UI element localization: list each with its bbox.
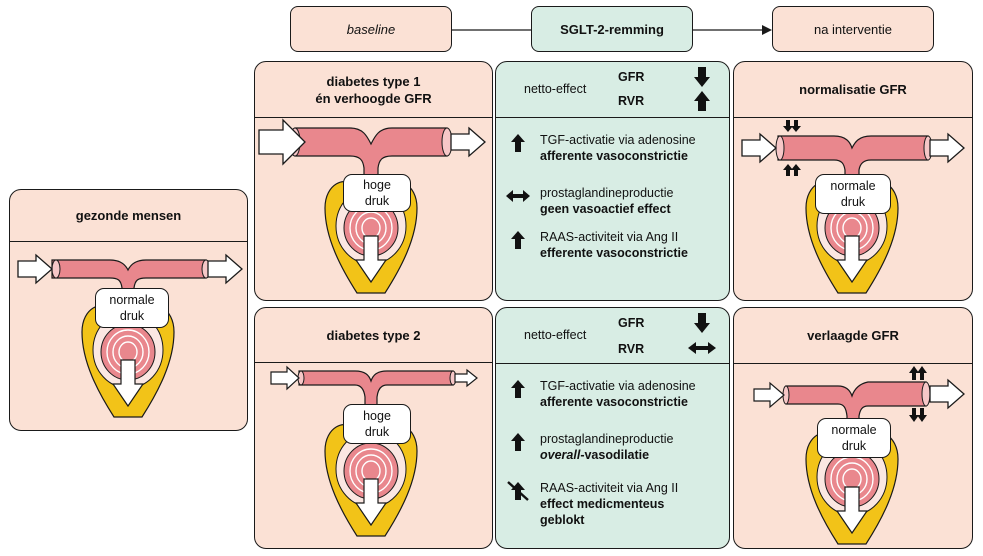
afferent-flow-arrow-icon <box>17 254 53 284</box>
afferent-constriction-arrows-icon <box>783 120 801 176</box>
healthy-panel: gezonde mensen normale druk <box>9 189 248 431</box>
dm1-pressure-label: hoge druk <box>343 174 411 212</box>
afferent-flow-arrow-icon <box>753 381 785 409</box>
baseline-stage-box: baseline <box>290 6 452 52</box>
effect-line1: TGF-activatie via adenosine <box>540 133 696 147</box>
flow-arrowhead-icon <box>762 25 772 35</box>
effect-line2: efferente vasoconstrictie <box>540 246 688 260</box>
dm2-gfr-label: GFR <box>618 316 645 330</box>
flow-arrows <box>452 25 772 35</box>
effect-line2-rest: -vasodilatie <box>580 448 650 462</box>
arrow-up-icon <box>511 134 525 152</box>
dm2-nephron-illustration <box>270 365 478 537</box>
arrow-up-icon <box>511 380 525 398</box>
arrow-up-icon <box>511 433 525 451</box>
arrow-up-blocked-icon <box>507 481 529 501</box>
gfr-down-arrow-icon <box>694 67 710 87</box>
double-arrow-horizontal-icon <box>506 190 530 202</box>
pressure-text-1: normale <box>831 423 877 437</box>
pressure-text-1: hoge <box>363 409 391 423</box>
dm1-title-line1: diabetes type 1 <box>326 73 421 89</box>
dm2-pressure-label: hoge druk <box>343 404 411 444</box>
dm2-effect-tgf: TGF-activatie via adenosine afferente vas… <box>506 378 726 412</box>
effect-line1: prostaglandineproductie <box>540 432 674 446</box>
efferent-flow-arrow-icon <box>929 133 965 163</box>
dm1-title-line2: én verhoogde GFR <box>315 90 432 106</box>
dm1-nephron-illustration <box>258 118 486 294</box>
dm1-net-effect-label: netto-effect <box>524 82 587 96</box>
pressure-text-2: druk <box>119 309 145 323</box>
rvr-up-arrow-icon <box>694 91 710 111</box>
dm1-sglt2-panel: netto-effect GFR RVR TGF-activatie via a… <box>495 61 730 301</box>
after-intervention-label: na interventie <box>813 21 893 37</box>
effect-line2-emphasis: overall <box>540 448 581 462</box>
dm2-sglt2-panel: netto-effect GFR RVR TGF-activatie via a… <box>495 307 730 549</box>
afferent-flow-arrow-icon <box>270 365 300 391</box>
arrow-up-icon <box>511 231 525 249</box>
pressure-text-1: hoge <box>363 178 391 192</box>
sglt2-label: SGLT-2-remming <box>560 21 664 37</box>
rvr-unchanged-double-arrow-icon <box>688 342 716 354</box>
pressure-text-2: druk <box>364 194 390 208</box>
after-intervention-stage-box: na interventie <box>772 6 934 52</box>
dm1-rvr-label: RVR <box>618 94 645 108</box>
dm2-effect-prostaglandin: prostaglandineproductie overall-vasodilat… <box>506 431 726 465</box>
baseline-label: baseline <box>346 21 396 37</box>
effect-line2: afferente vasoconstrictie <box>540 395 688 409</box>
effect-line1: TGF-activatie via adenosine <box>540 379 696 393</box>
pressure-text-2: druk <box>840 195 866 209</box>
dm2-rvr-label: RVR <box>618 342 645 356</box>
effect-line2: effect medicmenteus <box>540 497 665 511</box>
dm2-net-effect-header <box>496 308 729 364</box>
healthy-pressure-label: normale druk <box>95 288 169 328</box>
dm2-result-nephron-illustration <box>753 366 965 545</box>
effect-line1: prostaglandineproductie <box>540 186 674 200</box>
effect-line1: RAAS-activiteit via Ang II <box>540 230 679 244</box>
efferent-flow-arrow-icon <box>207 254 243 284</box>
effect-line2: afferente vasoconstrictie <box>540 149 688 163</box>
dm2-result-title: verlaagde GFR <box>734 308 972 364</box>
dm2-title: diabetes type 2 <box>255 308 492 363</box>
dm2-net-effect-label: netto-effect <box>524 328 587 342</box>
efferent-dilation-arrows-icon <box>909 366 927 422</box>
healthy-nephron-illustration <box>17 254 243 418</box>
pressure-text-1: normale <box>830 179 876 193</box>
effect-line1: RAAS-activiteit via Ang II <box>540 481 679 495</box>
dm2-result-panel: verlaagde GFR normale druk <box>733 307 973 549</box>
efferent-flow-arrow-icon <box>929 379 965 409</box>
sglt2-stage-box: SGLT-2-remming <box>531 6 693 52</box>
effect-line3: geblokt <box>540 513 585 527</box>
dm1-net-effect-header <box>496 62 729 118</box>
efferent-flow-arrow-icon <box>450 127 486 157</box>
dm2-effect-raas: RAAS-activiteit via Ang II effect medicme… <box>506 480 726 530</box>
dm1-result-title: normalisatie GFR <box>734 62 972 118</box>
efferent-flow-arrow-icon <box>454 368 478 388</box>
dm1-result-nephron-illustration <box>741 120 965 294</box>
gfr-down-arrow-icon <box>694 313 710 333</box>
dm1-result-panel: normalisatie GFR normale druk <box>733 61 973 301</box>
dm2-result-pressure-label: normale druk <box>817 418 891 458</box>
afferent-flow-arrow-icon <box>741 133 777 163</box>
effect-line2: geen vasoactief effect <box>540 202 671 216</box>
dm1-effect-raas: RAAS-activiteit via Ang II efferente vaso… <box>506 229 726 263</box>
healthy-title: gezonde mensen <box>10 190 247 242</box>
pressure-text-2: druk <box>841 439 867 453</box>
dm1-gfr-label: GFR <box>618 70 645 84</box>
dm1-effect-tgf: TGF-activatie via adenosine afferente vas… <box>506 132 726 166</box>
pressure-text-2: druk <box>364 425 390 439</box>
afferent-flow-arrow-icon <box>258 118 306 166</box>
dm1-effect-prostaglandin: prostaglandineproductie geen vasoactief e… <box>506 185 726 219</box>
dm2-baseline-panel: diabetes type 2 hoge druk <box>254 307 493 549</box>
pressure-text-1: normale <box>109 293 155 307</box>
dm1-result-pressure-label: normale druk <box>815 174 891 214</box>
